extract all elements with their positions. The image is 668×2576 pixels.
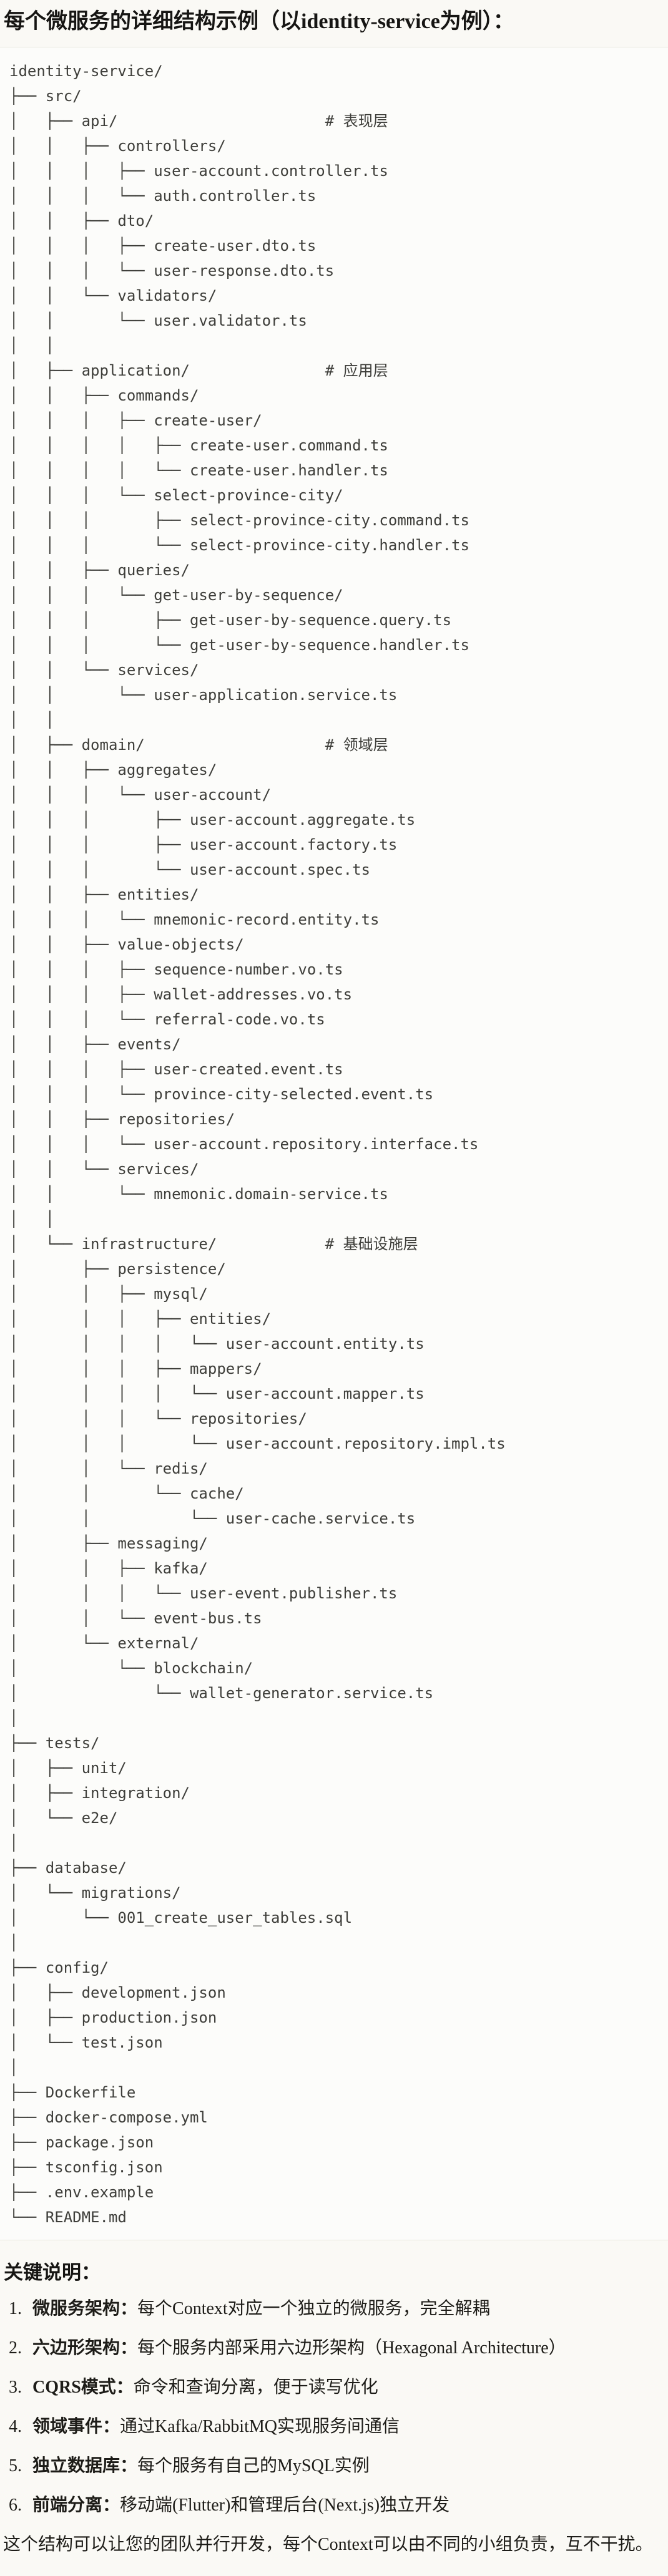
note-item-frontend-split: 6. 前端分离：移动端(Flutter)和管理后台(Next.js)独立开发 — [0, 2493, 668, 2518]
page-title: 每个微服务的详细结构示例（以identity-service为例）： — [4, 10, 514, 33]
footer-paragraph: 这个结构可以让您的团队并行开发，每个Context可以由不同的小组负责，互不干扰… — [3, 2535, 653, 2554]
note-label: 前端分离： — [32, 2496, 120, 2515]
note-body: 微服务架构：每个Context对应一个独立的微服务，完全解耦 — [32, 2297, 490, 2321]
directory-tree: identity-service/ ├── src/ │ ├── api/ # … — [9, 62, 506, 2226]
note-text: 每个服务有自己的MySQL实例 — [137, 2456, 370, 2476]
note-label: 微服务架构： — [32, 2299, 138, 2318]
note-body: 前端分离：移动端(Flutter)和管理后台(Next.js)独立开发 — [32, 2493, 449, 2518]
notes-list: 1. 微服务架构：每个Context对应一个独立的微服务，完全解耦 2. 六边形… — [0, 2297, 668, 2518]
note-number: 3. — [9, 2378, 22, 2397]
directory-tree-code-block: identity-service/ ├── src/ │ ├── api/ # … — [0, 47, 668, 2240]
note-text: 通过Kafka/RabbitMQ实现服务间通信 — [120, 2417, 400, 2436]
note-text: 命令和查询分离，便于读写优化 — [133, 2378, 378, 2397]
note-item-cqrs: 3. CQRS模式：命令和查询分离，便于读写优化 — [0, 2375, 668, 2400]
note-label: 独立数据库： — [32, 2456, 138, 2476]
note-body: 六边形架构：每个服务内部采用六边形架构（Hexagonal Architectu… — [32, 2336, 566, 2361]
note-body: CQRS模式：命令和查询分离，便于读写优化 — [32, 2375, 378, 2400]
note-label: CQRS模式： — [32, 2378, 134, 2397]
note-body: 独立数据库：每个服务有自己的MySQL实例 — [32, 2454, 370, 2479]
note-number: 2. — [9, 2338, 22, 2358]
note-item-domain-events: 4. 领域事件：通过Kafka/RabbitMQ实现服务间通信 — [0, 2414, 668, 2439]
document: 每个微服务的详细结构示例（以identity-service为例）： ident… — [0, 7, 668, 2557]
note-body: 领域事件：通过Kafka/RabbitMQ实现服务间通信 — [32, 2414, 400, 2439]
note-label: 领域事件： — [32, 2417, 120, 2436]
note-number: 5. — [9, 2456, 22, 2476]
note-item-microservices: 1. 微服务架构：每个Context对应一个独立的微服务，完全解耦 — [0, 2297, 668, 2321]
note-text: 移动端(Flutter)和管理后台(Next.js)独立开发 — [120, 2496, 450, 2515]
note-item-hexagonal: 2. 六边形架构：每个服务内部采用六边形架构（Hexagonal Archite… — [0, 2336, 668, 2361]
note-text: 每个服务内部采用六边形架构（Hexagonal Architecture） — [137, 2338, 566, 2358]
note-number: 1. — [9, 2299, 22, 2318]
note-number: 4. — [9, 2417, 22, 2436]
note-number: 6. — [9, 2496, 22, 2515]
note-text: 每个Context对应一个独立的微服务，完全解耦 — [137, 2299, 490, 2318]
notes-heading: 关键说明： — [4, 2262, 101, 2283]
note-label: 六边形架构： — [32, 2338, 138, 2358]
note-item-independent-db: 5. 独立数据库：每个服务有自己的MySQL实例 — [0, 2454, 668, 2479]
